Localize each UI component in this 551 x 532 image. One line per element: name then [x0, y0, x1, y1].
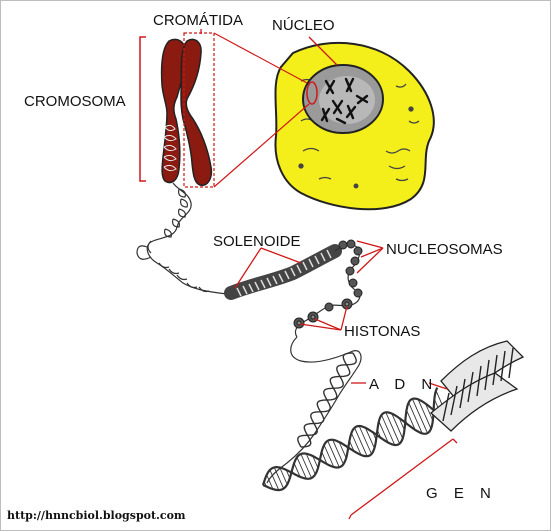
helix-base-pair [348, 440, 355, 452]
helix-base-pair [354, 427, 368, 457]
helix-base-pair [323, 444, 335, 468]
label-cromatida: CROMÁTIDA [153, 12, 243, 29]
helix-base-pair [406, 409, 416, 431]
helix-base-pair [417, 399, 432, 429]
chromatid-right [180, 38, 213, 187]
label-leaders [200, 29, 458, 520]
label-adn: A D N [369, 376, 438, 393]
chromosome [139, 32, 215, 188]
label-gen: G E N [426, 485, 497, 502]
helix-base-pair [391, 413, 404, 439]
helix-base-pair [385, 412, 401, 444]
helix-base-pair [269, 469, 280, 491]
helix-strand-b [261, 387, 439, 486]
helix-base-pair [398, 417, 405, 431]
helix-base-pair [345, 446, 349, 450]
label-solenoide: SOLENOIDE [213, 233, 301, 250]
nucleus-chromosome-highlight [306, 81, 318, 105]
helix-base-pair [404, 419, 408, 425]
credit-url: http://hnncbiol.blogspot.com [7, 509, 186, 522]
ladder-backbone-bottom [430, 372, 519, 432]
helix-base-pair [350, 432, 362, 456]
nuclear-chromosomes [320, 77, 369, 125]
helix-base-pair [424, 403, 434, 421]
helix-base-pair [338, 441, 347, 459]
label-cromosoma: CROMOSOMA [24, 93, 126, 110]
helix-base-pair [364, 427, 375, 449]
endoplasmic-reticulum [298, 78, 420, 189]
label-nucleosomas: NUCLEOSOMAS [386, 241, 503, 258]
helix-base-pair [372, 432, 377, 440]
chromatin-fiber [136, 182, 252, 295]
helix-base-pair [273, 467, 285, 489]
helix-base-pair [291, 470, 294, 474]
helix-base-pair [312, 455, 319, 469]
solenoid-texture [236, 249, 332, 297]
helix-base-pair [305, 453, 316, 475]
helix-base-pair [263, 481, 267, 487]
helix-base-pair [285, 469, 291, 479]
chromosome-coil-texture [163, 124, 177, 172]
helix-base-pair [321, 451, 328, 465]
zoom-leaders [213, 32, 310, 188]
nucleus-inner [319, 76, 375, 124]
helix-base-pair [279, 467, 288, 485]
ladder-rungs [442, 347, 514, 422]
helix-strand-a [262, 397, 453, 492]
helix-base-pair [327, 440, 340, 468]
helix-base-pair [411, 398, 428, 434]
helix-base-pair [293, 463, 301, 477]
cromosoma-bracket [139, 36, 146, 182]
solenoid-body [224, 244, 342, 300]
cromatida-dashed-box [183, 32, 215, 188]
solenoid [224, 244, 342, 300]
helix-base-pair [381, 414, 396, 446]
helix-base-pair [376, 430, 382, 438]
helix-base-pair [332, 439, 344, 465]
nucleosome-string [266, 239, 363, 484]
helix-base-pair [296, 457, 307, 479]
dna-ladder [430, 340, 525, 432]
cell [274, 42, 435, 211]
helix-base-pair [300, 453, 312, 479]
label-nucleo: NÚCLEO [272, 17, 335, 34]
label-histonas: HISTONAS [344, 323, 420, 340]
helix-base-pair [266, 474, 274, 490]
thin-helix-strand-b [297, 352, 357, 448]
helix-base-pair [358, 425, 372, 455]
helix-base-pair [408, 402, 423, 434]
dna-helix [261, 352, 453, 492]
helix-base-pair [378, 421, 389, 443]
